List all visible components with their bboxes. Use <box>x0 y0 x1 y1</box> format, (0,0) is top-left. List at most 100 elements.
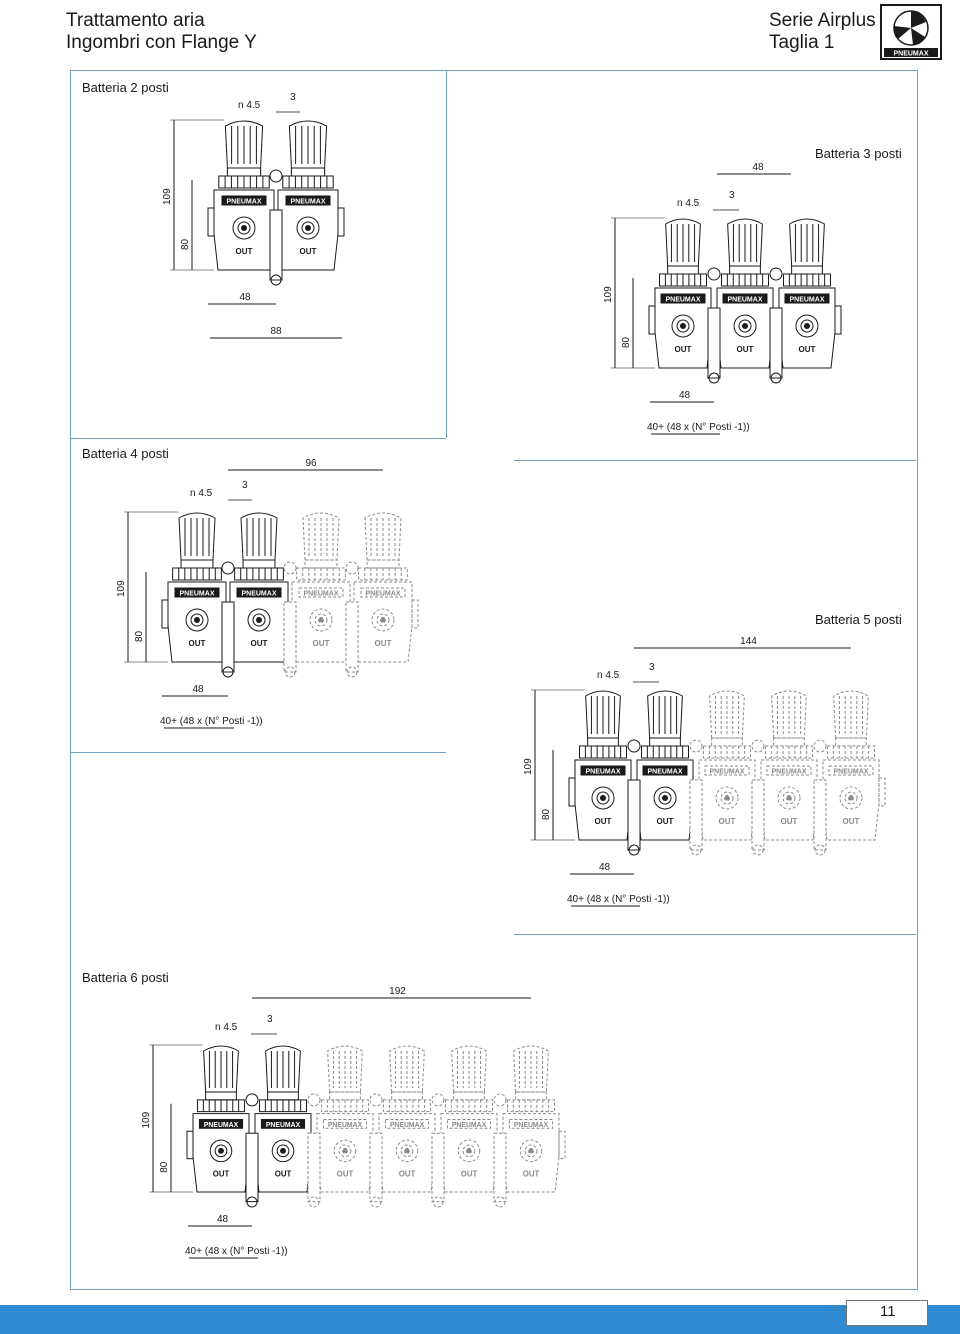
dim-total-height: 109 <box>523 758 534 775</box>
port-label: OUT <box>313 639 330 648</box>
brand-plate <box>642 765 688 776</box>
mount-hole <box>346 666 358 678</box>
brand-label: PNEUMAX <box>303 591 338 598</box>
knob <box>513 1045 549 1093</box>
collar <box>587 737 619 747</box>
pitch-top-label: 48 <box>752 162 764 173</box>
series-line-1: Serie Airplus <box>769 10 876 31</box>
content-frame <box>70 70 918 1290</box>
collar <box>391 1091 423 1101</box>
top-hole <box>345 561 359 575</box>
brand-plate <box>360 587 406 598</box>
top-hole <box>307 1093 321 1107</box>
hole-label: n 4.5 <box>190 488 213 499</box>
port-label: OUT <box>375 639 392 648</box>
collar <box>649 737 681 747</box>
gauge-port <box>519 1139 543 1163</box>
brand-plate <box>236 587 282 598</box>
brand-plate <box>384 1118 430 1129</box>
mount-hole <box>370 1196 382 1208</box>
dim-body-height: 80 <box>159 1161 170 1173</box>
top-hole <box>431 1093 445 1107</box>
brand-label: PNEUMAX <box>585 769 620 776</box>
brand-plate <box>704 765 750 776</box>
formula-label: 40+ (48 x (N° Posti -1)) <box>160 716 263 727</box>
mount-hole <box>690 844 702 856</box>
gauge-port <box>185 608 209 632</box>
body <box>316 1113 374 1193</box>
port-label: OUT <box>399 1169 416 1178</box>
brand-label: PNEUMAX <box>727 297 762 304</box>
gauge-port <box>733 314 757 338</box>
flange <box>493 1132 507 1203</box>
knob <box>203 1045 239 1093</box>
gauge-port <box>333 1139 357 1163</box>
mount-hole <box>246 1196 258 1208</box>
top-hole <box>751 739 765 753</box>
knob <box>709 690 745 739</box>
brand-label: PNEUMAX <box>179 591 214 598</box>
mount-hole <box>494 1196 506 1208</box>
side-port-right <box>558 1130 566 1160</box>
flange <box>627 779 641 851</box>
logo-text: PNEUMAX <box>893 51 928 58</box>
knob <box>665 218 701 267</box>
series-line-2: Taglia 1 <box>769 32 835 53</box>
top-hole <box>269 169 283 183</box>
collar <box>729 265 761 275</box>
knob <box>240 512 278 561</box>
body <box>291 581 351 663</box>
gauge-port <box>247 608 271 632</box>
pitch-label: 48 <box>217 1214 229 1225</box>
brand-label: PNEUMAX <box>647 769 682 776</box>
collar <box>711 737 743 747</box>
gap-label: 3 <box>242 480 248 491</box>
brand-plate <box>298 587 344 598</box>
body <box>440 1113 498 1193</box>
flange <box>307 1132 321 1203</box>
brand-plate <box>784 293 830 304</box>
dim-total-height: 109 <box>116 580 127 597</box>
port-label: OUT <box>843 817 860 826</box>
collar <box>515 1091 547 1101</box>
knob <box>833 690 869 739</box>
regulator-module: PNEUMAX OUT <box>636 690 694 841</box>
pitch-label: 48 <box>599 862 611 873</box>
ghost-regulator-module: PNEUMAX OUT <box>291 512 351 663</box>
brand-plate <box>828 765 874 776</box>
side-port-left <box>161 599 169 629</box>
port-label: OUT <box>675 345 692 354</box>
collar <box>205 1091 237 1101</box>
port-label: OUT <box>657 817 674 826</box>
knob <box>327 1045 363 1093</box>
side-port-left <box>186 1130 194 1160</box>
title-line-1: Trattamento aria <box>66 10 205 31</box>
knob <box>178 512 216 561</box>
brand-plate <box>766 765 812 776</box>
gauge-port <box>371 608 395 632</box>
knob <box>364 512 402 561</box>
collar <box>304 559 338 569</box>
port-label: OUT <box>236 247 253 256</box>
side-port-right <box>337 207 345 237</box>
brand-label: PNEUMAX <box>328 1122 363 1129</box>
brand-plate <box>198 1118 244 1129</box>
flange <box>751 779 765 851</box>
mount-hole <box>432 1196 444 1208</box>
flange <box>431 1132 445 1203</box>
page-number-box <box>846 1300 928 1326</box>
dim-total-height: 109 <box>162 188 173 205</box>
hole-label: n 4.5 <box>597 670 620 681</box>
brand-label: PNEUMAX <box>709 769 744 776</box>
flange <box>283 601 297 673</box>
mount-hole <box>770 372 782 384</box>
gauge-port <box>232 216 256 240</box>
